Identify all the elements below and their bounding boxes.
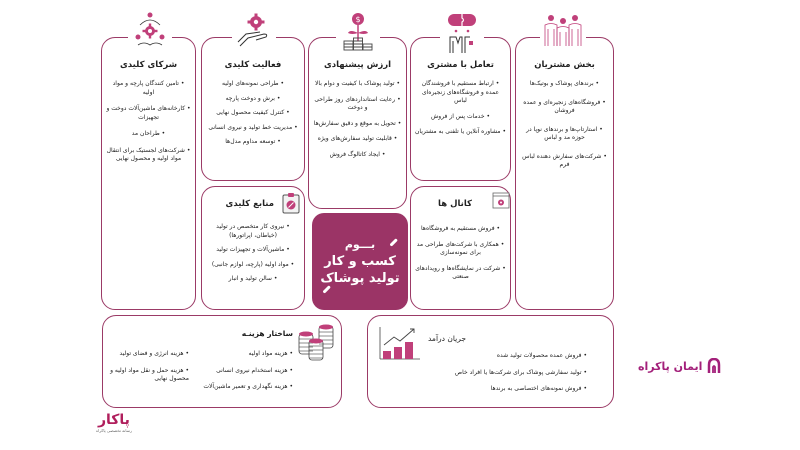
customer-relationships-title: تعامل با مشتری — [427, 60, 494, 70]
list-item: تولید سفارشی پوشاک برای شرکت‌ها یا افراد… — [417, 369, 587, 378]
list-item: کارخانه‌های ماشین‌آلات دوخت و تجهیزات — [102, 105, 195, 122]
value-proposition-card: ارزش پیشنهادی تولید پوشاک با کیفیت و دوا… — [308, 37, 407, 209]
money-plant-icon: $ — [336, 10, 380, 58]
author-name: ایمان پاکراه — [638, 359, 703, 373]
channels-title: کانال ها — [438, 199, 472, 209]
canvas-title-card: بـــوم کسب و کار تولید پوشاک — [312, 213, 408, 310]
author-logo-icon — [707, 357, 721, 374]
list-item: شرکت‌های لجستیک برای انتقال مواد اولیه و… — [102, 147, 195, 164]
canvas-title-line2: کسب و کار — [324, 253, 396, 269]
handshake-puzzle-icon — [440, 10, 484, 58]
list-item: رعایت استانداردهای روز طراحی و دوخت — [309, 96, 406, 113]
list-item: شرکت در نمایشگاه‌ها و رویدادهای صنعتی — [411, 265, 510, 282]
customer-relationships-list: ارتباط مستقیم با فروشندگان عمده و فروشگا… — [411, 80, 510, 137]
revenue-streams-title: جریان درآمد — [428, 334, 467, 343]
pakar-logo-text: پاکار — [97, 412, 130, 428]
value-proposition-title: ارزش پیشنهادی — [323, 60, 392, 70]
key-partners-title: شرکای کلیدی — [119, 60, 178, 70]
pakar-logo-tagline: رسانه تخصصی پاکراه — [96, 428, 132, 433]
list-item: طراحی نمونه‌های اولیه — [202, 80, 304, 89]
list-item: هزینه مواد اولیه — [193, 350, 293, 359]
key-activities-title: فعالیت کلیدی — [224, 60, 282, 70]
list-item: کنترل کیفیت محصول نهایی — [202, 109, 304, 118]
list-item: هزینه انرژی و فضای تولید — [109, 350, 189, 359]
svg-text:$: $ — [355, 15, 360, 24]
list-item: فروش نمونه‌های اختصاصی به برندها — [417, 385, 587, 394]
revenue-streams-list: فروش عمده محصولات تولید شده تولید سفارشی… — [417, 352, 587, 402]
revenue-streams-card: جریان درآمد فروش عمده محصولات تولید شده … — [367, 315, 614, 408]
list-item: برندهای پوشاک و بوتیک‌ها — [516, 80, 613, 89]
growth-chart-icon — [378, 325, 420, 361]
list-item: مواد اولیه (پارچه، لوازم جانبی) — [202, 261, 304, 270]
customer-segments-title: بخش مشتریان — [534, 60, 595, 70]
network-gear-icon — [128, 10, 172, 52]
list-item: نیروی کار متخصص در تولید (خیاطان، اپراتو… — [202, 223, 304, 240]
value-proposition-list: تولید پوشاک با کیفیت و دوام بالا رعایت ا… — [309, 80, 406, 159]
list-item: فروش مستقیم به فروشگاه‌ها — [411, 225, 510, 234]
cost-structure-list-left: هزینه انرژی و فضای تولید هزینه حمل و نقل… — [109, 350, 189, 392]
list-item: ارتباط مستقیم با فروشندگان عمده و فروشگا… — [411, 80, 510, 106]
hand-gear-icon — [232, 8, 276, 52]
list-item: استارتاپ‌ها و برندهای نوپا در حوزه مد و … — [516, 126, 613, 143]
author-brand: ایمان پاکراه — [638, 357, 721, 374]
cost-structure-card: ساختار هزینـه هزینه مواد اولیه هزینه است… — [102, 315, 342, 408]
channels-list: فروش مستقیم به فروشگاه‌ها همکاری با شرکت… — [411, 225, 510, 282]
list-item: فروشگاه‌های زنجیره‌ای و عمده فروشان — [516, 99, 613, 116]
list-item: تولید پوشاک با کیفیت و دوام بالا — [309, 80, 406, 89]
key-partners-list: تامین کنندگان پارچه و مواد اولیه کارخانه… — [102, 80, 195, 164]
list-item: فروش عمده محصولات تولید شده — [417, 352, 587, 361]
list-item: تامین کنندگان پارچه و مواد اولیه — [102, 80, 195, 97]
list-item: سالن تولید و انبار — [202, 275, 304, 284]
list-item: همکاری با شرکت‌های طراحی مد برای نمونه‌س… — [411, 241, 510, 258]
key-resources-title: منابع کلیدی — [225, 199, 274, 209]
pakar-logo: پاکار رسانه تخصصی پاکراه — [96, 412, 132, 433]
customer-relationships-card: تعامل با مشتری ارتباط مستقیم با فروشندگا… — [410, 37, 511, 181]
list-item: ایجاد کاتالوگ فروش — [309, 151, 406, 160]
list-item: هزینه حمل و نقل مواد اولیه و محصول نهایی — [109, 367, 189, 384]
list-item: هزینه استخدام نیروی انسانی — [193, 367, 293, 376]
key-activities-card: فعالیت کلیدی طراحی نمونه‌های اولیه برش و… — [201, 37, 305, 181]
list-item: برش و دوخت پارچه — [202, 95, 304, 104]
cost-structure-list-right: هزینه مواد اولیه هزینه استخدام نیروی انس… — [193, 350, 293, 400]
list-item: مشاوره آنلاین یا تلفنی به مشتریان — [411, 128, 510, 137]
browser-gear-icon — [492, 192, 510, 210]
customer-segments-list: برندهای پوشاک و بوتیک‌ها فروشگاه‌های زنج… — [516, 80, 613, 170]
decor-dash-icon — [389, 238, 398, 247]
list-item: ماشین‌آلات و تجهیزات تولید — [202, 246, 304, 255]
key-partners-card: شرکای کلیدی تامین کنندگان پارچه و مواد ا… — [101, 37, 196, 310]
list-item: هزینه نگهداری و تعمیر ماشین‌آلات — [193, 383, 293, 392]
people-group-icon — [540, 12, 586, 50]
decor-dash-icon — [322, 284, 331, 293]
list-item: شرکت‌های سفارش دهنده لباس فرم — [516, 153, 613, 170]
clipboard-icon — [282, 192, 300, 214]
list-item: توسعه مداوم مدل‌ها — [202, 138, 304, 147]
coins-stack-icon — [297, 324, 335, 362]
canvas-title-line3: تولید پوشاک — [320, 270, 400, 286]
list-item: خدمات پس از فروش — [411, 113, 510, 122]
list-item: مدیریت خط تولید و نیروی انسانی — [202, 124, 304, 133]
list-item: طراحان مد — [102, 130, 195, 139]
cost-structure-title: ساختار هزینـه — [241, 329, 293, 338]
list-item: قابلیت تولید سفارش‌های ویژه — [309, 135, 406, 144]
list-item: تحویل به موقع و دقیق سفارش‌ها — [309, 120, 406, 129]
customer-segments-card: بخش مشتریان برندهای پوشاک و بوتیک‌ها فرو… — [515, 37, 614, 310]
key-resources-list: نیروی کار متخصص در تولید (خیاطان، اپراتو… — [202, 223, 304, 284]
canvas-title-line1: بـــوم — [344, 237, 376, 251]
key-activities-list: طراحی نمونه‌های اولیه برش و دوخت پارچه ک… — [202, 80, 304, 147]
